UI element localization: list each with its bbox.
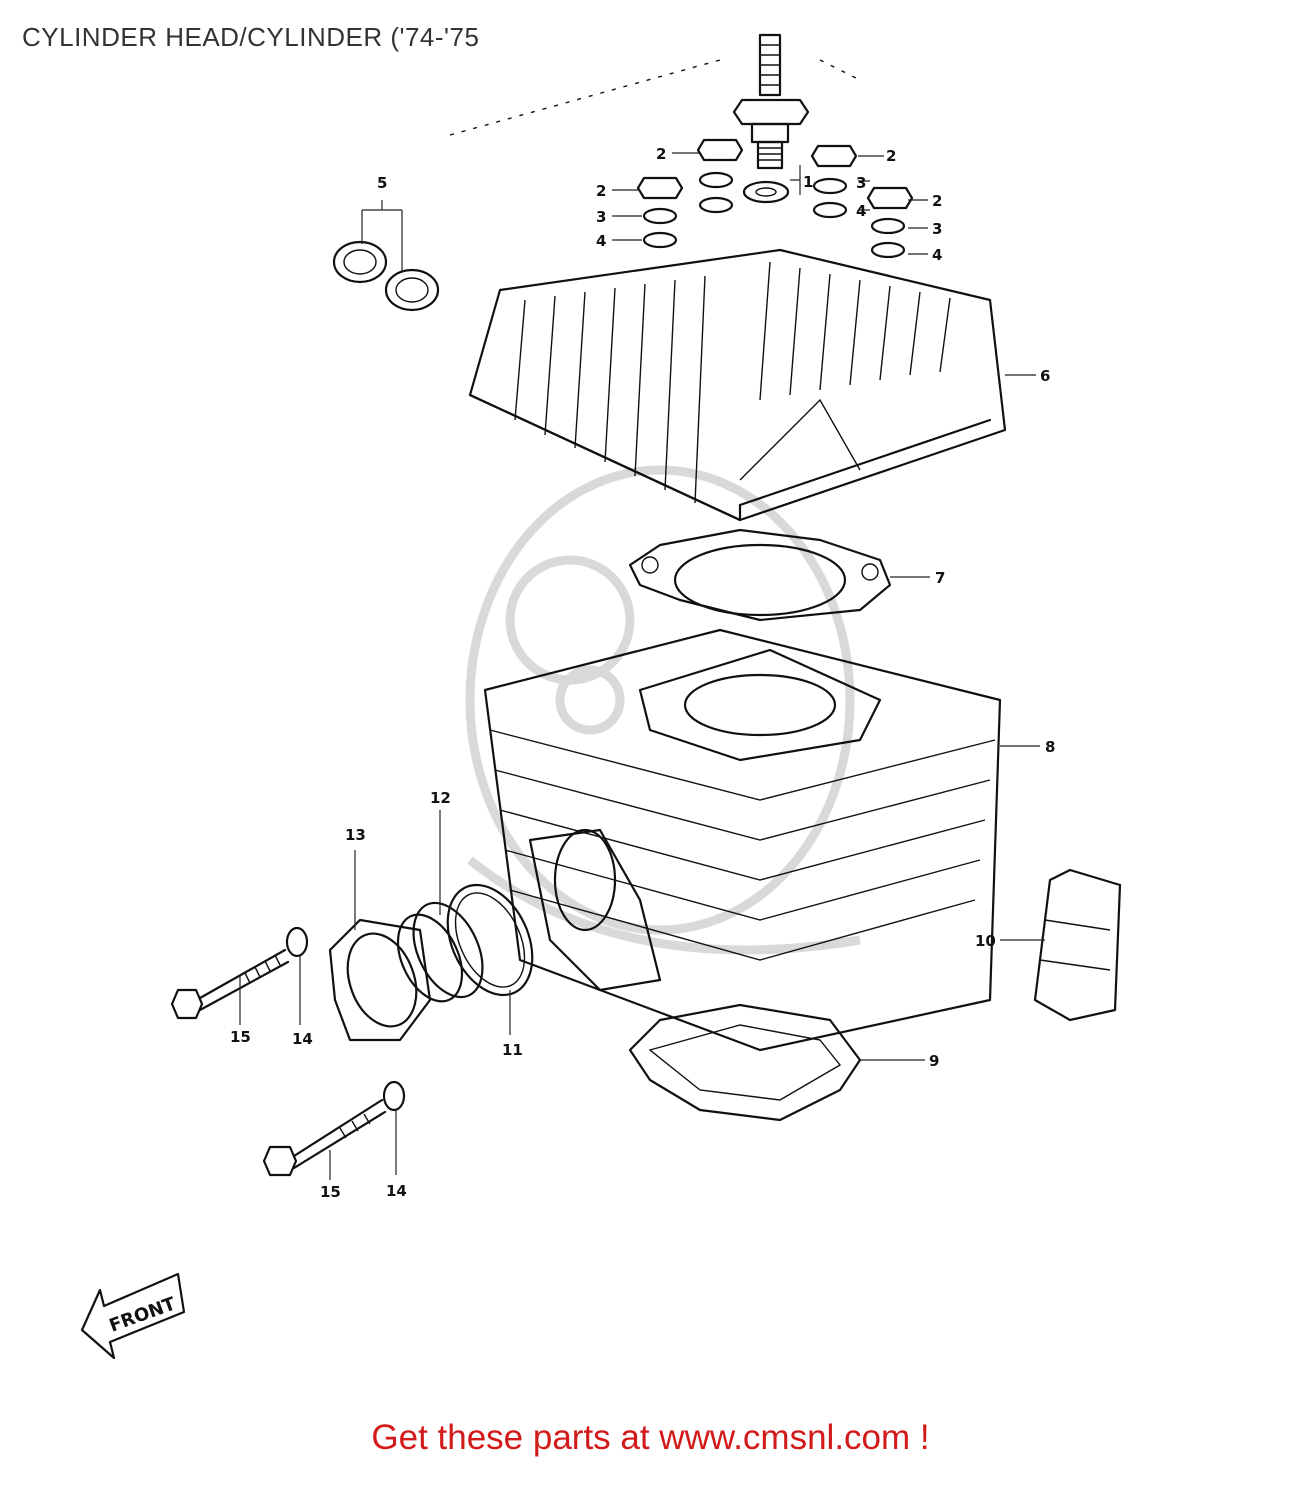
front-arrow: FRONT <box>80 1272 186 1360</box>
callout-3: 3 <box>596 208 606 226</box>
base-gasket-part-9 <box>628 1003 862 1122</box>
callout-8: 8 <box>1045 738 1055 756</box>
leader-lines <box>239 152 1045 1180</box>
callout-5: 5 <box>377 174 387 192</box>
washer-part-14 <box>285 926 406 1112</box>
callout-7: 7 <box>935 569 945 587</box>
collar-part-5 <box>332 240 440 312</box>
callout-4: 4 <box>932 246 942 264</box>
dashed-guide-lines <box>449 59 861 136</box>
cylinder-head-part-6 <box>468 248 1007 522</box>
page-title: CYLINDER HEAD/CYLINDER ('74-'75 <box>22 22 480 52</box>
callout-15: 15 <box>320 1183 341 1201</box>
callout-15: 15 <box>230 1028 251 1046</box>
bolt-part-15 <box>170 948 387 1177</box>
callout-2: 2 <box>886 147 896 165</box>
callout-4: 4 <box>596 232 606 250</box>
callout-2: 2 <box>656 145 666 163</box>
callout-2: 2 <box>932 192 942 210</box>
callout-3: 3 <box>856 174 866 192</box>
callout-1: 1 <box>803 173 813 191</box>
call-to-action-link[interactable]: Get these parts at www.cmsnl.com ! <box>371 1418 930 1457</box>
callout-14: 14 <box>292 1030 313 1048</box>
callout-11: 11 <box>502 1041 523 1059</box>
nut-washer-set <box>636 138 914 259</box>
o-ring-part-11 <box>446 883 534 997</box>
callout-4: 4 <box>856 202 866 220</box>
callout-10: 10 <box>975 932 996 950</box>
insulator-part-12 <box>396 901 484 1003</box>
callout-12: 12 <box>430 789 451 807</box>
cylinder-part-8 <box>483 628 1002 1052</box>
head-gasket-part-7 <box>628 528 892 622</box>
callout-13: 13 <box>345 826 366 844</box>
callout-3: 3 <box>932 220 942 238</box>
watermark-logo <box>465 465 861 955</box>
callout-9: 9 <box>929 1052 939 1070</box>
callout-2: 2 <box>596 182 606 200</box>
callout-6: 6 <box>1040 367 1050 385</box>
callout-14: 14 <box>386 1182 407 1200</box>
spark-plug-part-1 <box>732 33 810 204</box>
callout-labels: 1 2 2 2 2 3 3 3 4 4 4 5 6 7 8 9 10 11 12… <box>230 145 1055 1201</box>
flange-part-13 <box>328 918 432 1042</box>
reed-block-part-10 <box>1033 868 1122 1022</box>
